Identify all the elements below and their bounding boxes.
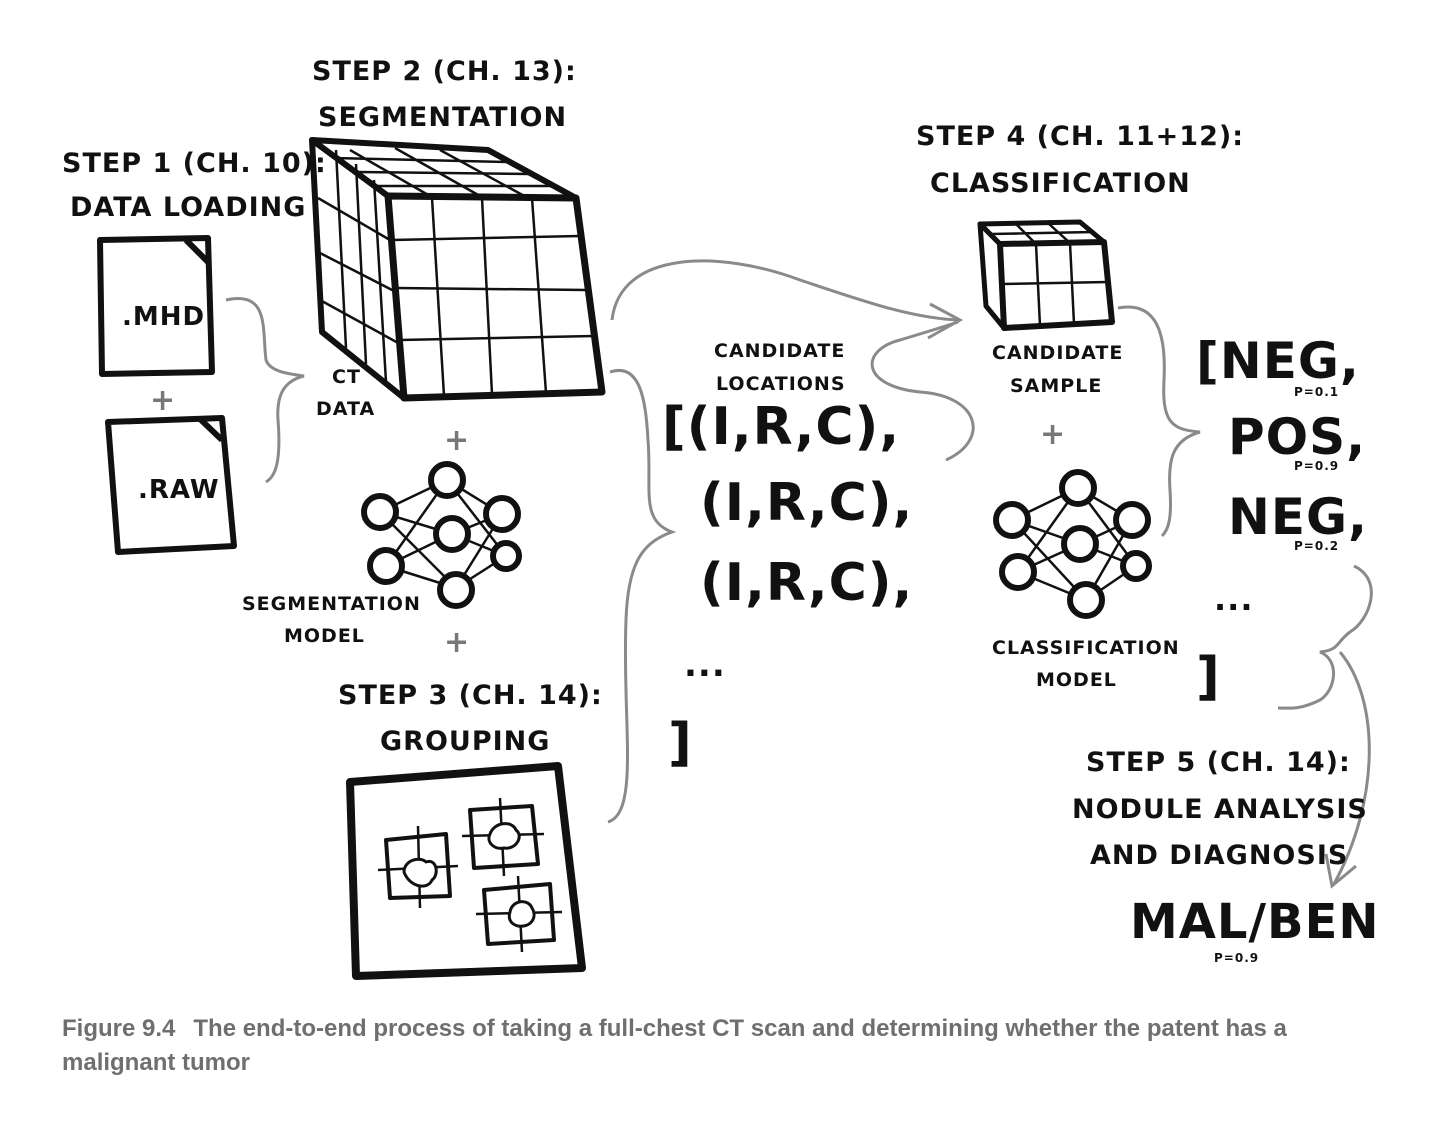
plus-segmentation-top: + bbox=[444, 423, 470, 458]
step5-line1: NODULE ANALYSIS bbox=[1072, 794, 1368, 825]
classification-model-line2: MODEL bbox=[1036, 669, 1117, 691]
figure-caption-text: The end-to-end process of taking a full-… bbox=[62, 1015, 1287, 1076]
candidate-location-close: ] bbox=[668, 713, 693, 773]
step4-subtitle: CLASSIFICATION bbox=[930, 168, 1191, 199]
candidate-location-1: [(I,R,C), bbox=[662, 397, 900, 457]
step2-subtitle: SEGMENTATION bbox=[318, 102, 567, 133]
step1-title: STEP 1 (CH. 10): bbox=[62, 148, 327, 179]
step3-subtitle: GROUPING bbox=[380, 726, 550, 757]
plus-classification: + bbox=[1040, 417, 1066, 452]
grouping-scan-icon bbox=[346, 762, 586, 980]
candidate-location-2: (I,R,C), bbox=[700, 473, 913, 533]
predictions-ellipsis: ... bbox=[1214, 580, 1253, 618]
candidate-sample-cube-icon bbox=[977, 219, 1115, 331]
figure-number: Figure 9.4 bbox=[62, 1015, 176, 1042]
segmentation-model-line1: SEGMENTATION bbox=[242, 593, 421, 615]
ct-label-line2: DATA bbox=[316, 398, 375, 420]
plus-segmentation-bottom: + bbox=[444, 625, 470, 660]
candidate-locations-label-line2: LOCATIONS bbox=[716, 373, 846, 395]
predictions-close: ] bbox=[1196, 647, 1221, 707]
raw-file-label: .RAW bbox=[138, 475, 220, 505]
mhd-file-label: .MHD bbox=[122, 302, 205, 332]
prediction-3-prob: P=0.2 bbox=[1294, 539, 1339, 553]
ct-volume-cube-icon bbox=[309, 137, 606, 402]
step1-plus: + bbox=[150, 383, 176, 418]
step5-title: STEP 5 (CH. 14): bbox=[1086, 747, 1351, 778]
arrowhead-icon bbox=[1324, 853, 1357, 889]
classification-network-icon bbox=[993, 469, 1152, 619]
candidates-to-sample-connector bbox=[870, 320, 975, 462]
candidate-location-3: (I,R,C), bbox=[700, 553, 913, 613]
raw-file-icon bbox=[105, 415, 237, 555]
diagnosis-result: MAL/BEN bbox=[1130, 894, 1380, 950]
segmentation-to-candidates-connector bbox=[607, 368, 677, 824]
candidate-location-ellipsis: ... bbox=[684, 645, 726, 685]
arrowhead-icon bbox=[927, 302, 964, 340]
diagnosis-arrow bbox=[1332, 651, 1371, 885]
step4-title: STEP 4 (CH. 11+12): bbox=[916, 121, 1244, 152]
prediction-1-label: [NEG, bbox=[1196, 332, 1360, 390]
candidate-locations-label-line1: CANDIDATE bbox=[714, 340, 845, 362]
ct-label-line1: CT bbox=[332, 366, 361, 388]
segmentation-network-icon bbox=[361, 461, 522, 609]
prediction-2-label: POS, bbox=[1228, 408, 1366, 466]
files-to-ct-connector bbox=[225, 296, 305, 484]
prediction-1-prob: P=0.1 bbox=[1294, 385, 1339, 399]
step2-title: STEP 2 (CH. 13): bbox=[312, 56, 577, 87]
cube-to-sample-arrow bbox=[610, 259, 959, 322]
mhd-file-icon bbox=[97, 235, 215, 377]
classification-to-predictions-connector bbox=[1117, 305, 1201, 538]
diagnosis-prob: P=0.9 bbox=[1214, 951, 1259, 965]
prediction-3-label: NEG, bbox=[1228, 488, 1368, 546]
step3-title: STEP 3 (CH. 14): bbox=[338, 680, 603, 711]
step5-line2: AND DIAGNOSIS bbox=[1090, 840, 1348, 871]
candidate-sample-line2: SAMPLE bbox=[1010, 375, 1102, 397]
prediction-2-prob: P=0.9 bbox=[1294, 459, 1339, 473]
predictions-to-diagnosis-connector bbox=[1277, 564, 1373, 710]
classification-model-line1: CLASSIFICATION bbox=[992, 637, 1180, 659]
step1-subtitle: DATA LOADING bbox=[70, 192, 306, 223]
candidate-sample-line1: CANDIDATE bbox=[992, 342, 1123, 364]
segmentation-model-line2: MODEL bbox=[284, 625, 365, 647]
pipeline-diagram: STEP 1 (CH. 10): DATA LOADING .MHD + .RA… bbox=[62, 56, 1380, 980]
